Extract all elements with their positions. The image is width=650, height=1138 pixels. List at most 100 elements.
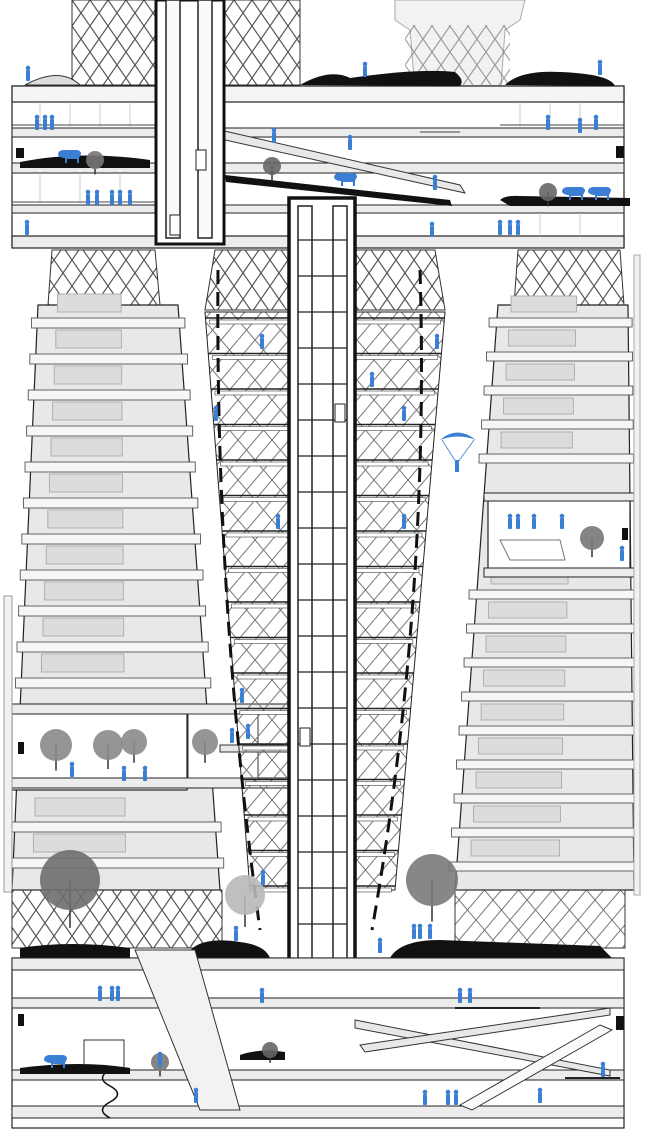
left-tower-floor-slab [24, 461, 196, 473]
person-body [86, 194, 90, 205]
person-body [498, 224, 502, 235]
person-head [453, 1089, 459, 1095]
left-tower-window-band [53, 365, 123, 385]
person-body [246, 728, 250, 739]
left-tower-floor-slab [16, 641, 209, 653]
person-body [276, 518, 280, 529]
person-body [128, 194, 132, 205]
person-head [467, 987, 473, 993]
person-body [418, 928, 422, 939]
person-head [401, 513, 407, 519]
left-tower-floor-slab [6, 857, 225, 869]
person-head [213, 405, 219, 411]
person-body [118, 194, 122, 205]
person-body [428, 928, 432, 939]
person-body [508, 518, 512, 529]
person-body [620, 550, 624, 561]
person-body [110, 194, 114, 205]
person-body [240, 692, 244, 703]
person-body [110, 990, 114, 1001]
people-figures [24, 59, 625, 1105]
person-head [600, 1061, 606, 1067]
right-tower-floor-slab [458, 725, 637, 736]
left-tower-window-band [34, 797, 126, 817]
person-head [593, 114, 599, 120]
person-body [70, 766, 74, 777]
person-head [42, 114, 48, 120]
person-body [158, 1056, 162, 1067]
person-head [577, 117, 583, 123]
person-body [272, 132, 276, 143]
person-head [457, 987, 463, 993]
person-body [430, 226, 434, 237]
left-tower-floor-slab [21, 533, 201, 545]
left-tower-floor-slab [14, 677, 212, 689]
left-tower-window-band [42, 617, 125, 637]
person-body [98, 990, 102, 1001]
person-head [427, 923, 433, 929]
left-tower-floor-slab [29, 353, 188, 365]
right-tower-window-band [478, 737, 564, 755]
person-head [121, 765, 127, 771]
right-tower-window-band [483, 669, 566, 687]
person-head [69, 761, 75, 767]
person-body [260, 338, 264, 349]
person-head [97, 985, 103, 991]
left-tower-floor-slab [19, 569, 204, 581]
left-tower-floor-slab [18, 605, 207, 617]
paraglider [440, 432, 476, 472]
person-head [515, 513, 521, 519]
person-head [109, 985, 115, 991]
right-tower-floor-slab [488, 317, 633, 328]
person-head [259, 333, 265, 339]
tree-crown [93, 730, 123, 760]
person-head [422, 1089, 428, 1095]
person-head [260, 869, 266, 875]
person-body [348, 139, 352, 150]
tree-crown [580, 526, 604, 550]
person-head [515, 219, 521, 225]
person-body [538, 1092, 542, 1103]
tree-crown [86, 151, 104, 169]
person-head [233, 925, 239, 931]
left-tower-window-band [40, 653, 125, 673]
tree-crown [539, 183, 557, 201]
person-head [531, 513, 537, 519]
person-body [598, 64, 602, 75]
right-tower-floor-slab [481, 419, 634, 430]
person-body [516, 518, 520, 529]
person-body [214, 410, 218, 421]
person-body [95, 194, 99, 205]
right-tower-floor-slab [461, 691, 637, 702]
person-head [559, 513, 565, 519]
spiral-stair [101, 1069, 119, 1119]
person-head [347, 134, 353, 140]
person-body [433, 179, 437, 190]
person-body [594, 119, 598, 130]
person-head [432, 174, 438, 180]
right-tower-floor-slab [478, 453, 634, 464]
person-body [454, 1094, 458, 1105]
person-head [619, 545, 625, 551]
right-tower-window-band [508, 329, 576, 347]
person-body [458, 992, 462, 1003]
person-head [34, 114, 40, 120]
tree-crown [262, 1042, 278, 1058]
person-body [435, 338, 439, 349]
person-head [275, 513, 281, 519]
person-head [497, 219, 503, 225]
right-tower-window-band [485, 635, 567, 653]
person-body [532, 518, 536, 529]
left-tower-floor-slab [22, 497, 199, 509]
person-body [578, 122, 582, 133]
right-tower-window-band [510, 295, 578, 313]
tree-crown [263, 157, 281, 175]
left-tower-window-band [55, 329, 122, 349]
person-body [116, 990, 120, 1001]
upper-elevator-core [154, 0, 226, 246]
right-tower-floor-slab [451, 827, 638, 838]
person-head [377, 937, 383, 943]
right-tower-window-band [505, 363, 575, 381]
person-head [362, 61, 368, 67]
person-head [157, 1051, 163, 1057]
